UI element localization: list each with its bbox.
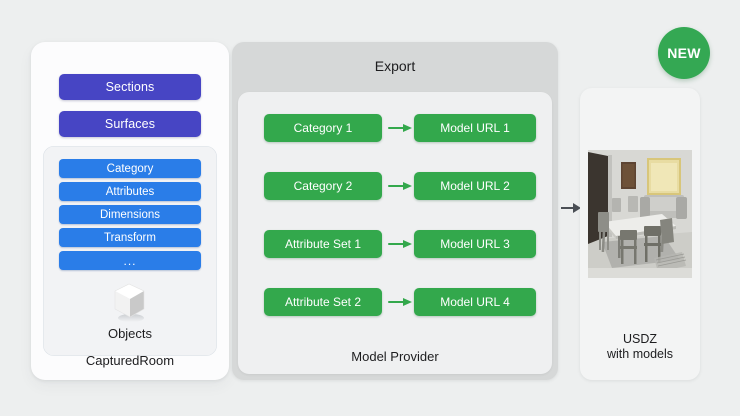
section-label: Surfaces: [104, 117, 156, 131]
provider-to-usdz-arrow-icon: [561, 203, 581, 213]
section-label: Sections: [105, 80, 155, 94]
mapping-source-category-2[interactable]: Category 2: [264, 172, 382, 200]
mapping-target-model-url-3[interactable]: Model URL 3: [414, 230, 536, 258]
cube-icon: [43, 278, 217, 324]
mapping-target-model-url-4[interactable]: Model URL 4: [414, 288, 536, 316]
mapping-target-model-url-1[interactable]: Model URL 1: [414, 114, 536, 142]
model-provider-panel: Category 1 Model URL 1 Category 2 Model …: [238, 92, 552, 374]
mapping-row: Attribute Set 2 Model URL 4: [238, 288, 552, 316]
object-attribute-transform[interactable]: Transform: [59, 228, 201, 247]
mapping-row: Attribute Set 1 Model URL 3: [238, 230, 552, 258]
mapping-row: Category 2 Model URL 2: [238, 172, 552, 200]
mapping-arrow-icon: [388, 181, 412, 190]
mapping-source-attribute-set-2[interactable]: Attribute Set 2: [264, 288, 382, 316]
usdz-caption-line2: with models: [607, 347, 673, 361]
captured-room-panel: Sections Surfaces Category Attributes Di…: [31, 42, 229, 380]
attribute-label: Dimensions: [99, 208, 161, 221]
room-3d-render-image: [588, 150, 692, 278]
captured-room-caption: CapturedRoom: [85, 353, 175, 368]
mapping-arrow-icon: [388, 297, 412, 306]
objects-card: Category Attributes Dimensions Transform…: [43, 146, 217, 356]
mapping-arrow-icon: [388, 239, 412, 248]
object-attribute-attributes[interactable]: Attributes: [59, 182, 201, 201]
captured-room-section-surfaces[interactable]: Surfaces: [59, 111, 201, 137]
attribute-label: Category: [106, 162, 154, 175]
object-attribute-dimensions[interactable]: Dimensions: [59, 205, 201, 224]
attribute-label: ...: [123, 253, 137, 268]
chip-label: Category 1: [293, 121, 353, 135]
chip-label: Attribute Set 1: [284, 237, 362, 251]
mapping-target-model-url-2[interactable]: Model URL 2: [414, 172, 536, 200]
chip-label: Model URL 2: [440, 179, 510, 193]
usdz-caption-line1: USDZ: [622, 332, 658, 346]
mapping-arrow-icon: [388, 123, 412, 132]
chip-label: Model URL 4: [440, 295, 510, 309]
object-attribute-more[interactable]: ...: [59, 251, 201, 270]
new-badge: NEW: [658, 27, 710, 79]
chip-label: Attribute Set 2: [284, 295, 362, 309]
chip-label: Model URL 1: [440, 121, 510, 135]
chip-label: Model URL 3: [440, 237, 510, 251]
usdz-output-panel: USDZ with models: [580, 88, 700, 380]
object-attribute-category[interactable]: Category: [59, 159, 201, 178]
usdz-caption: USDZ with models: [580, 332, 700, 362]
captured-room-section-sections[interactable]: Sections: [59, 74, 201, 100]
export-title: Export: [374, 58, 416, 74]
attribute-label: Transform: [104, 231, 156, 244]
export-panel: Export Category 1 Model URL 1 Category 2: [232, 42, 558, 380]
mapping-source-attribute-set-1[interactable]: Attribute Set 1: [264, 230, 382, 258]
model-provider-caption: Model Provider: [351, 349, 439, 364]
mapping-source-category-1[interactable]: Category 1: [264, 114, 382, 142]
objects-label: Objects: [107, 326, 153, 341]
new-badge-label: NEW: [667, 45, 701, 61]
attribute-label: Attributes: [105, 185, 155, 198]
mapping-row: Category 1 Model URL 1: [238, 114, 552, 142]
chip-label: Category 2: [293, 179, 353, 193]
